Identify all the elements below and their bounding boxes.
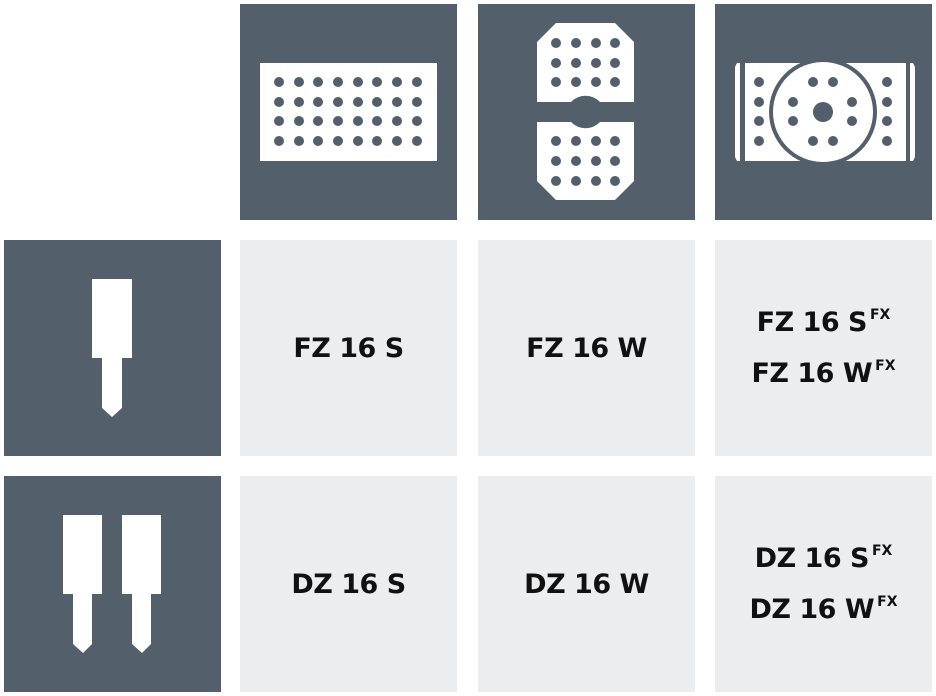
product-cell-dz16w: DZ 16 W	[478, 476, 695, 692]
product-label: DZ 16 W	[524, 568, 649, 600]
row-header-double-stud	[4, 476, 221, 692]
rectangular-perforated-plate-icon	[260, 63, 437, 161]
product-label: FZ 16 S	[293, 332, 404, 364]
column-header-round-plate	[715, 4, 932, 220]
fx-superscript: FX	[871, 543, 893, 559]
product-label: FZ 16 W	[526, 332, 647, 364]
fx-superscript: FX	[877, 594, 898, 610]
split-octagonal-plate-icon	[537, 23, 634, 200]
column-header-split-plate	[478, 4, 695, 220]
fx-superscript: FX	[875, 358, 896, 374]
column-header-rectangular-plate	[240, 4, 457, 220]
double-stud-icon	[63, 515, 161, 653]
single-stud-icon	[92, 279, 132, 417]
product-label: DZ 16 S	[291, 568, 406, 600]
product-cell-fz16w: FZ 16 W	[478, 240, 695, 456]
fx-superscript: FX	[869, 307, 891, 323]
product-cell-dz16s: DZ 16 S	[240, 476, 457, 692]
product-cell-fz16s: FZ 16 S	[240, 240, 457, 456]
row-header-single-stud	[4, 240, 221, 456]
round-clamping-plate-icon	[735, 58, 915, 166]
